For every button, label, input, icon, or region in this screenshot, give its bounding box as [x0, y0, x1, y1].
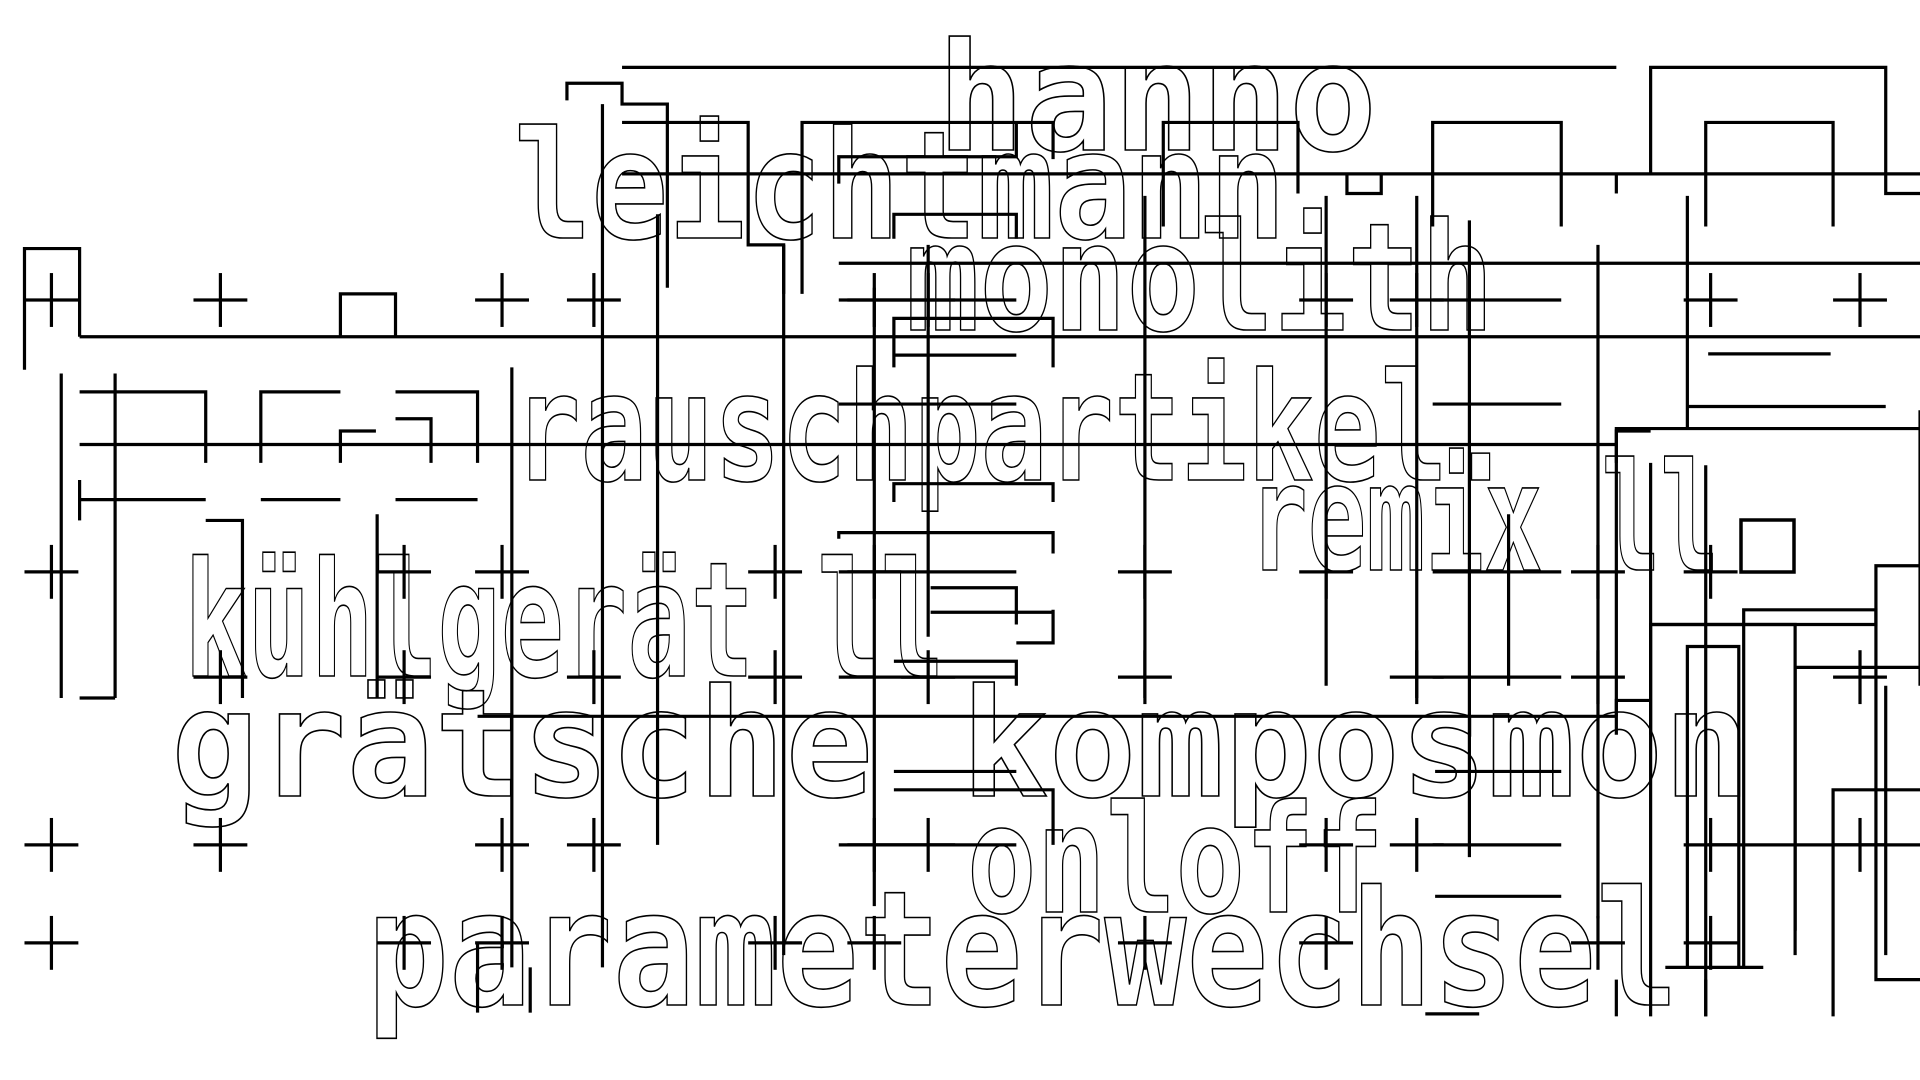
word-rauschpartikel: rauschpartikel. — [514, 342, 1514, 516]
network-path — [1016, 609, 1055, 645]
network-path — [1685, 644, 1741, 968]
word-leichtmann: leichtmann — [514, 100, 1286, 274]
network-path — [1161, 120, 1300, 227]
network-path — [837, 122, 1018, 184]
network-path — [338, 292, 398, 337]
word-monolith: monolith — [906, 192, 1494, 366]
square-mark — [1739, 518, 1796, 574]
network-path — [1614, 426, 1920, 717]
network-path — [395, 417, 433, 463]
network-path — [79, 390, 208, 463]
network-path — [205, 518, 245, 698]
network-path — [1704, 120, 1835, 227]
word-remix: remix ll — [1249, 432, 1719, 606]
network-path — [892, 482, 1055, 503]
network-path — [395, 390, 480, 463]
word-hanno: hanno — [937, 12, 1377, 186]
network-path — [259, 390, 341, 463]
network-path — [1831, 788, 1920, 1017]
network-path — [565, 81, 669, 288]
network-path — [1649, 65, 1920, 196]
network-path — [800, 120, 1055, 294]
network-path — [338, 429, 376, 463]
network-path — [22, 246, 82, 370]
network-path — [893, 788, 1055, 845]
network-path — [1650, 564, 1920, 627]
network-path — [1431, 120, 1563, 227]
word-onloff: onloff — [967, 774, 1384, 948]
network-path — [837, 531, 1055, 554]
word-graetsche-komposmon: grätsche komposmon — [171, 658, 1751, 832]
word-parameterwechsel: parameterwechsel — [367, 856, 1678, 1043]
network-path — [892, 316, 1055, 368]
network-path — [892, 212, 1018, 239]
word-kuehlgeraet: kühlgerät ll — [184, 527, 944, 714]
network-path — [1742, 608, 1920, 982]
network-path — [1793, 665, 1920, 931]
network-path — [1345, 173, 1383, 196]
